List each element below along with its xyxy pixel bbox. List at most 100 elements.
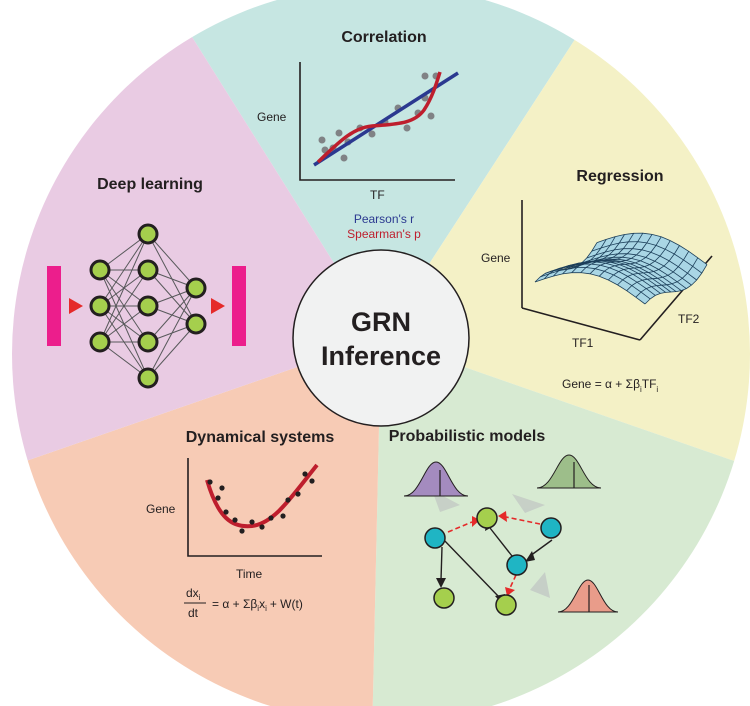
surface-gridline — [576, 256, 687, 289]
regression-xlabel1: TF1 — [572, 336, 594, 350]
center-badge: GRN Inference — [292, 249, 470, 427]
surface-gridline — [596, 232, 708, 265]
eq-sub: i — [640, 385, 642, 394]
dynamical-axes — [187, 458, 322, 557]
dynamics-curve — [205, 463, 319, 529]
surface-gridline — [560, 260, 672, 293]
axis-tf1 — [521, 307, 641, 341]
data-point — [259, 524, 265, 530]
correlation-xlabel: TF — [370, 188, 385, 202]
arrowhead — [498, 511, 507, 522]
arrowhead — [472, 516, 480, 527]
network-connection — [99, 233, 149, 343]
neuron-node — [137, 223, 159, 245]
data-point — [295, 491, 301, 497]
deep-learning-title: Deep learning — [97, 176, 203, 193]
arrowhead — [525, 551, 535, 562]
arrowhead — [505, 587, 515, 596]
regression-ylabel: Gene — [481, 251, 511, 265]
projection-cone — [530, 572, 550, 598]
distribution-purple — [403, 461, 469, 497]
correlation-axes — [299, 62, 455, 181]
dynamics-points — [207, 471, 315, 534]
dashed-arrowheads — [472, 511, 515, 596]
surface-gridline — [555, 260, 666, 293]
data-point — [421, 72, 429, 80]
network-neurons — [89, 223, 207, 389]
eq-sub: i — [265, 604, 267, 613]
dynamical-xlabel: Time — [236, 567, 263, 581]
neuron-node — [185, 277, 207, 299]
surface-gridline — [581, 253, 692, 286]
dashed-edges — [447, 516, 541, 589]
data-point — [318, 136, 326, 144]
neuron-node — [89, 295, 111, 317]
data-point — [215, 495, 221, 501]
data-point — [268, 515, 274, 521]
output-bar — [232, 266, 246, 346]
node-cyan — [424, 527, 446, 549]
neuron-node — [137, 331, 159, 353]
arrowhead — [436, 578, 446, 588]
regression-title: Regression — [576, 168, 663, 185]
input-bar — [47, 266, 61, 346]
projection-cones — [432, 490, 550, 598]
neuron-node — [185, 313, 207, 335]
node-cyan — [540, 517, 562, 539]
edge — [440, 546, 443, 581]
data-point — [403, 124, 411, 132]
network-connection — [147, 287, 197, 343]
data-point — [239, 528, 245, 534]
node-green — [476, 507, 498, 529]
network-connection — [99, 269, 149, 343]
neuron-node — [137, 367, 159, 389]
deep-learning-section: Deep learning — [47, 176, 246, 389]
regression-section: Regression Gene TF1 TF2 Gene = α + ΣβiTF… — [481, 168, 713, 394]
neuron-node — [89, 331, 111, 353]
regression-surface — [534, 232, 708, 305]
surface-gridline — [534, 272, 646, 305]
eq-denominator: dt — [188, 606, 199, 620]
neuron-node — [137, 295, 159, 317]
probabilistic-title: Probabilistic models — [389, 428, 546, 445]
correlation-section: Correlation Gene TF Pearson's r Spe — [257, 29, 459, 241]
surface-gridline — [550, 261, 661, 294]
center-circle — [292, 249, 470, 427]
edge — [529, 539, 553, 557]
neuron-node — [89, 259, 111, 281]
edge — [489, 527, 513, 557]
edge — [441, 537, 501, 599]
network-connection — [147, 323, 197, 379]
data-point — [280, 513, 286, 519]
legend-spearman: Spearman's p — [347, 227, 421, 241]
data-point — [249, 519, 255, 525]
dynamical-title: Dynamical systems — [186, 429, 335, 446]
eq-rhs-c: + W(t) — [270, 597, 303, 611]
eq-sub: i — [257, 604, 259, 613]
data-point — [302, 471, 308, 477]
dynamical-equation: dxi dt = α + Σβixi+ W(t) — [184, 586, 303, 620]
network-edges — [440, 527, 553, 599]
data-point — [368, 130, 376, 138]
network-connection — [99, 233, 149, 307]
node-green — [495, 594, 517, 616]
network-nodes — [424, 507, 562, 616]
dynamical-section: Dynamical systems Gene Time dxi dt — [146, 429, 334, 620]
data-point — [219, 485, 225, 491]
eq-main: Gene = α + Σβ — [562, 377, 640, 391]
wedge-correlation — [150, 0, 620, 338]
node-green — [433, 587, 455, 609]
eq-mid: TF — [642, 377, 657, 391]
surface-gridline — [591, 241, 703, 274]
dashed-edge — [509, 574, 517, 589]
data-point — [427, 112, 435, 120]
correlation-ylabel: Gene — [257, 110, 287, 124]
center-line2: Inference — [321, 341, 441, 371]
eq-sub: i — [199, 593, 201, 602]
eq-rhs-b: x — [259, 597, 265, 611]
output-arrow-icon — [211, 298, 225, 314]
distribution-green — [536, 454, 602, 489]
spearman-curve — [316, 71, 442, 164]
